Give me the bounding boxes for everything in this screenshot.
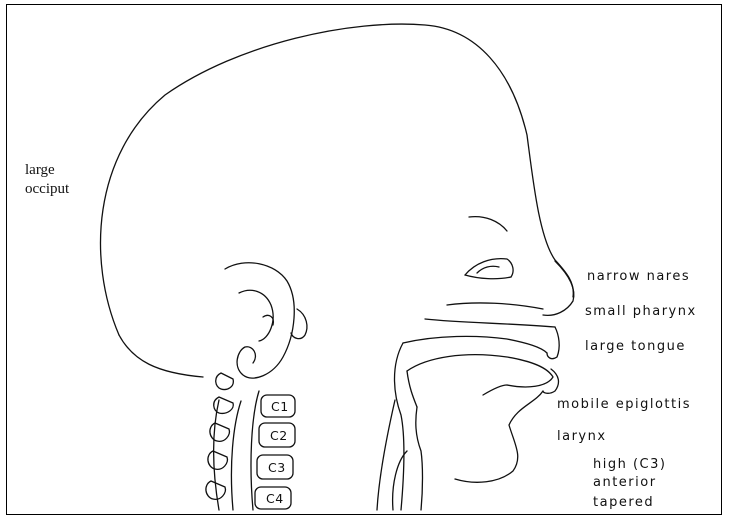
pharynx-anterior <box>407 371 417 407</box>
ear-outer <box>225 263 294 378</box>
infant-head-airway-drawing: C1 C2 C3 C4 <box>7 5 722 515</box>
chin-outline <box>455 391 543 482</box>
palate-line <box>403 336 547 353</box>
nasal-passage-top <box>447 303 543 309</box>
spinal-canal-left <box>231 401 241 510</box>
label-mobile-epiglottis: mobile epiglottis <box>557 397 691 413</box>
label-narrow-nares: narrow nares <box>587 269 690 285</box>
eye-lower-lid <box>465 275 511 279</box>
brow-line <box>469 217 507 231</box>
label-larynx-anterior: anterior <box>593 475 657 491</box>
label-large-occiput-line1: large <box>25 161 55 180</box>
nasal-passage-bottom <box>425 319 555 327</box>
spinous-process-3 <box>210 423 229 441</box>
nose-outline <box>543 261 574 315</box>
vertebra-label-c2: C2 <box>270 428 288 443</box>
epiglottis <box>416 407 423 510</box>
eye-lash <box>477 266 499 273</box>
mouth-floor <box>483 385 507 395</box>
label-large-tongue: large tongue <box>585 339 686 355</box>
neck-back-lower <box>214 400 219 510</box>
larynx-inner <box>393 451 407 510</box>
pharynx-posterior <box>395 343 405 510</box>
upper-lip <box>547 327 559 359</box>
label-small-pharynx: small pharynx <box>585 304 697 320</box>
label-larynx-tapered: tapered <box>593 495 654 511</box>
spinous-process-4 <box>208 451 227 469</box>
label-larynx: larynx <box>557 429 607 445</box>
lower-lip <box>543 369 558 393</box>
vertebra-label-c1: C1 <box>271 399 289 414</box>
label-larynx-high: high (C3) <box>593 457 666 473</box>
vertebra-label-c3: C3 <box>268 460 286 475</box>
tongue-outline <box>407 355 553 387</box>
eye-upper-lid <box>465 259 513 277</box>
vertebra-label-c4: C4 <box>266 491 284 506</box>
label-large-occiput-line2: occiput <box>25 180 69 199</box>
neck-back-outline <box>119 335 203 377</box>
diagram-frame: C1 C2 C3 C4 large occiput narrow nares s… <box>6 4 722 515</box>
spinous-process-1 <box>216 373 234 390</box>
skull-outline <box>101 24 574 335</box>
